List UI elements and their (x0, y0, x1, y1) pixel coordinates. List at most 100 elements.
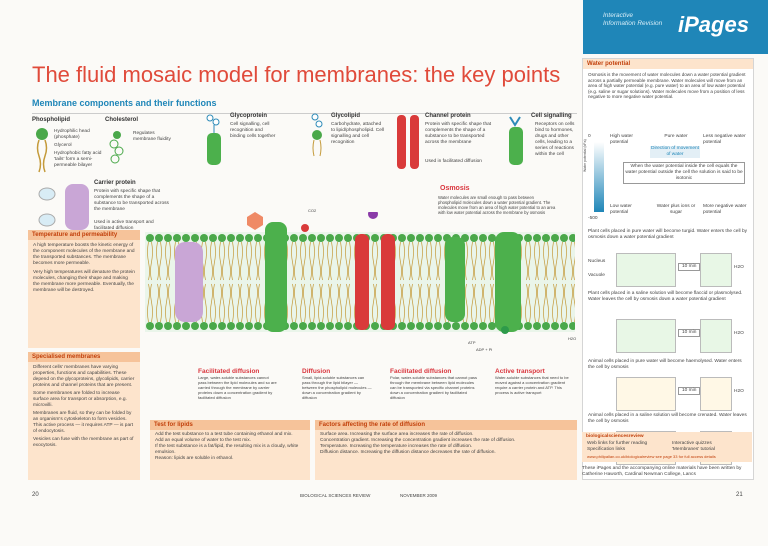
specialised-point-2: Some membranes are folded to increase su… (33, 391, 127, 408)
animal-saline-a: Animal cells placed in a saline solution… (588, 413, 718, 418)
header-ribbon: Interactive Information Revision iPages (583, 0, 768, 54)
lipid-test-title: Test for lipids (150, 420, 310, 430)
phospholipid-tail (561, 283, 567, 323)
transport-1-text: Large, water-soluble substances cannot p… (198, 375, 277, 400)
phospholipid-head (308, 322, 316, 330)
glycolipid-icon (311, 113, 323, 157)
animal-pure-a: Animal cells placed in pure water will b… (588, 359, 714, 364)
phospholipid-head (488, 234, 496, 242)
specialised-box: Specialised membranes Different cells' m… (28, 352, 140, 480)
phospholipid-head (227, 322, 235, 330)
phospholipid-head (182, 322, 190, 330)
phospholipid-head (371, 234, 379, 242)
glycolipid-text: Carbohydrate, attached to lipid/phosphol… (331, 122, 385, 145)
phospholipid-head (326, 234, 334, 242)
phospholipid-head (218, 234, 226, 242)
carrier-protein-note: Used in active transport and facilitated… (94, 220, 154, 231)
phospholipid-tail (552, 241, 558, 281)
transport-4-text: Water-soluble substances that need to be… (495, 375, 569, 395)
phospholipid-head (164, 234, 172, 242)
time-label: 10 min (678, 263, 701, 271)
atp-molecule (501, 326, 509, 334)
online-link-4[interactable]: 'Membranes' tutorial (672, 447, 715, 452)
plant-pure-cells: Nucleus Vacuole 10 min H2O (588, 253, 748, 287)
right-page-number: 21 (736, 492, 743, 498)
active-carrier-shape (495, 232, 521, 332)
factors-title: Factors affecting the rate of diffusion (315, 420, 577, 430)
phospholipid-tail (525, 241, 531, 281)
online-link-1[interactable]: Web links for further reading (587, 441, 648, 446)
scale-bar (594, 142, 604, 212)
phospholipid-tail (408, 241, 414, 281)
plant-saline-b: Water leaves the cell by osmosis down a … (588, 297, 726, 302)
transport-3: Facilitated diffusion Polar, water-solub… (390, 368, 478, 400)
phospholipid-head (569, 234, 575, 242)
phospholipid-label-1: Hydrophilic head (phosphate) (54, 129, 90, 140)
phospholipid-tail (246, 241, 252, 281)
online-link-2[interactable]: Specification links (587, 447, 626, 452)
membrane-diagram (145, 212, 575, 334)
online-link-3[interactable]: Interactive quizzes (672, 441, 712, 446)
plant-saline-a: Plant cells placed in a saline solution … (588, 291, 743, 296)
phospholipid-tail (345, 283, 351, 323)
phospholipid-tail (210, 283, 216, 323)
temperature-point-2: Very high temperatures will denature the… (33, 270, 135, 293)
glycoprotein-shape (265, 222, 287, 332)
issue-date: NOVEMBER 2009 (400, 493, 438, 498)
phospholipid-tail (417, 241, 423, 281)
time-label-3: 10 min (678, 387, 701, 395)
ribbon-brand: iPages (678, 12, 749, 37)
phospholipid-head (452, 322, 460, 330)
h2o-label-3: H2O (734, 389, 744, 394)
lipid-test-2: Add an equal volume of water to the test… (155, 438, 251, 443)
carrier-protein-block: ATP ADP + Pi Carrier protein Protein wit… (32, 178, 172, 248)
page-subtitle: Membrane components and their functions (32, 98, 217, 108)
animal-cell-after (700, 377, 732, 411)
phospholipid-head (146, 234, 154, 242)
phospholipid-tail (471, 283, 477, 323)
glycoprotein-text: Cell signalling, cell recognition and bi… (230, 122, 276, 139)
phospholipid-head (227, 234, 235, 242)
phospholipid-title: Phospholipid (32, 117, 70, 123)
receptor-icon (509, 116, 523, 165)
water-potential-intro: Osmosis is the movement of water molecul… (588, 72, 746, 100)
phospholipid-tail (291, 283, 297, 323)
phospholipid-head (245, 234, 253, 242)
temperature-box: Temperature and permeability A high temp… (28, 230, 140, 348)
phospholipid-head (326, 322, 334, 330)
phospholipid-tail (228, 283, 234, 323)
scale-low: Low water potential (610, 204, 632, 215)
phospholipid-tail (426, 241, 432, 281)
phospholipid-head (209, 322, 217, 330)
phospholipid-tail (534, 241, 540, 281)
o2-molecule (301, 224, 309, 232)
phospholipid-tail (300, 241, 306, 281)
online-url[interactable]: www.philipallan.co.uk/biologicalreview s… (587, 454, 716, 459)
phospholipid-tail (255, 283, 261, 323)
h2o-label-1: H2O (734, 265, 744, 270)
animal-saline-b: Water leaves the cell by osmosis (588, 413, 747, 424)
phospholipid-tail (309, 283, 315, 323)
phospholipid-head (533, 322, 541, 330)
channel-protein-icon (397, 115, 419, 169)
phospholipid-head (236, 322, 244, 330)
phospholipid-tail (372, 283, 378, 323)
phospholipid-tail (246, 283, 252, 323)
phospholipid-head (344, 234, 352, 242)
phospholipid-tail (552, 283, 558, 323)
phospholipid-head (155, 234, 163, 242)
phospholipid-head (551, 322, 559, 330)
phospholipid-head (425, 322, 433, 330)
factor-1: Surface area. Increasing the surface are… (320, 432, 474, 437)
phospholipid-head (200, 322, 208, 330)
osmosis-text: Water molecules are small enough to pass… (438, 195, 556, 215)
phospholipid-head (434, 322, 442, 330)
phospholipid-tail (318, 283, 324, 323)
phospholipid-head (290, 234, 298, 242)
phospholipid-head (344, 322, 352, 330)
phospholipid-head (218, 322, 226, 330)
credit: These iPages and the accompanying online… (582, 466, 742, 477)
transport-1-title: Facilitated diffusion (198, 368, 260, 375)
phospholipid-head (317, 322, 325, 330)
phospholipid-head (155, 322, 163, 330)
